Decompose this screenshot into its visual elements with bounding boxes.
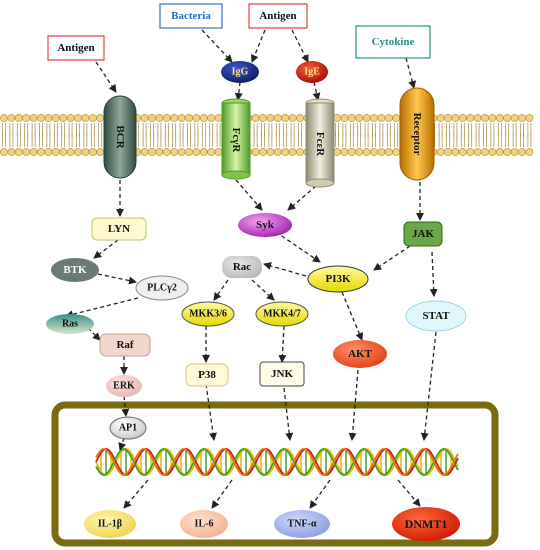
jnk-label: JNK (271, 368, 293, 380)
akt-node: AKT (333, 340, 387, 368)
raf-node: Raf (99, 333, 151, 357)
rac-node: Rac (222, 256, 262, 278)
mkk47-label: MKK4/7 (263, 309, 301, 320)
il6-label: IL-6 (195, 519, 214, 530)
tnfa-label: TNF-α (288, 519, 317, 530)
pathway-arrows (65, 29, 438, 509)
syk-label: Syk (256, 219, 275, 231)
pi3k-node: PI3K (307, 265, 369, 293)
rac-label: Rac (233, 261, 251, 273)
raf-label: Raf (116, 339, 133, 351)
ap1-node: AP1 (109, 416, 147, 440)
stat-label: STAT (422, 310, 450, 322)
erk-label: ERK (113, 381, 135, 392)
receptor-label: Receptor (411, 113, 423, 156)
antigen-center-box: Antigen (248, 3, 308, 29)
cytokine-receptor: Receptor (399, 87, 435, 181)
tnfa-node: TNF-α (274, 510, 330, 538)
stat-node: STAT (405, 300, 467, 332)
ige-node: IgE (296, 61, 328, 83)
fcgr-label: FcγR (230, 128, 242, 154)
syk-node: Syk (238, 213, 292, 237)
igg-node: IgG (221, 61, 259, 83)
fcer-receptor: FcεR (305, 98, 335, 188)
dna-helix (95, 448, 459, 476)
il6-node: IL-6 (180, 510, 228, 538)
fcgr-receptor: FcγR (221, 98, 251, 180)
btk-node: BTK (51, 258, 99, 282)
cell-membrane (0, 114, 534, 156)
lyn-label: LYN (108, 223, 130, 235)
antigen-center-label: Antigen (259, 10, 296, 22)
bacteria-label: Bacteria (171, 10, 211, 22)
bcr-label: BCR (114, 125, 126, 149)
fcer-label: FcεR (314, 132, 326, 157)
pi3k-label: PI3K (325, 273, 351, 285)
nucleus-box (51, 401, 499, 547)
ige-label: IgE (304, 67, 320, 78)
antigen-left-box: Antigen (47, 35, 105, 61)
ras-label: Ras (62, 319, 78, 330)
dnmt1-node: DNMT1 (392, 507, 460, 541)
igg-label: IgG (232, 67, 249, 78)
lyn-node: LYN (91, 217, 147, 241)
jak-node: JAK (403, 221, 443, 247)
mkk47-node: MKK4/7 (255, 301, 309, 327)
ras-node: Ras (46, 314, 94, 334)
mkk36-label: MKK3/6 (189, 309, 227, 320)
akt-label: AKT (348, 348, 373, 360)
il1b-label: IL-1β (98, 519, 122, 530)
bacteria-box: Bacteria (159, 3, 223, 29)
p38-label: P38 (198, 369, 216, 381)
erk-node: ERK (106, 375, 142, 397)
cytokine-box: Cytokine (355, 25, 431, 59)
jak-label: JAK (412, 228, 434, 240)
il1b-node: IL-1β (84, 510, 136, 538)
antigen-left-label: Antigen (57, 42, 94, 54)
btk-label: BTK (63, 264, 87, 276)
ap1-label: AP1 (119, 423, 137, 434)
p38-node: P38 (185, 363, 229, 387)
mkk36-node: MKK3/6 (181, 301, 235, 327)
cytokine-label: Cytokine (372, 36, 415, 48)
dnmt1-label: DNMT1 (405, 517, 448, 531)
bcr-receptor: BCR (103, 95, 137, 179)
jnk-node: JNK (259, 361, 305, 387)
plcg2-label: PLCγ2 (147, 283, 177, 294)
plcg2-node: PLCγ2 (135, 275, 189, 301)
